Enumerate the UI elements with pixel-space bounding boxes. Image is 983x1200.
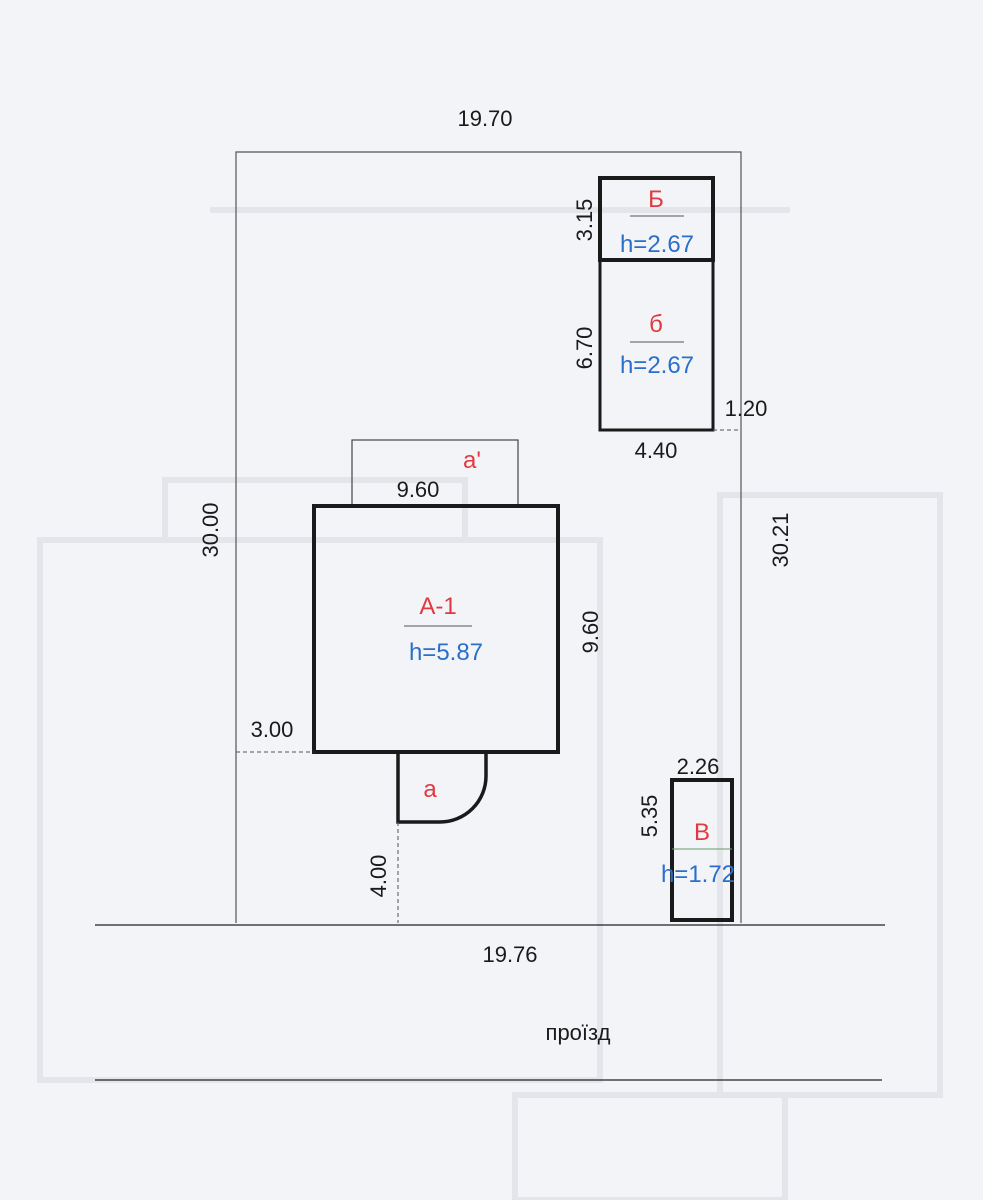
main-depth: 9.60: [578, 611, 603, 654]
shed-b-upper-length: 3.15: [572, 199, 597, 242]
shed-b-lower-length: 6.70: [572, 327, 597, 370]
porch-label: а: [423, 776, 437, 803]
main-house: [312, 504, 560, 754]
shed-b-lower-label: б: [649, 311, 663, 338]
shed-b-lower-height: h=2.67: [620, 352, 694, 379]
shed-v-height: h=1.72: [661, 861, 735, 888]
main-offset-left: 3.00: [251, 717, 294, 742]
plot-right-length: 30.21: [768, 512, 793, 567]
shed-v-length: 5.35: [637, 795, 662, 838]
bleed-through-background: [37, 207, 943, 1200]
plot-left-length: 30.00: [198, 502, 223, 557]
shed-b-offset-right: 1.20: [725, 396, 768, 421]
shed-v-label: В: [694, 819, 710, 846]
plot-boundary: [235, 151, 742, 923]
shed-b-upper-label: Б: [648, 186, 664, 213]
porch-offset-front: 4.00: [366, 855, 391, 898]
main-house-label: А-1: [419, 593, 456, 620]
annex-rear-label: а': [463, 447, 481, 474]
main-house-height: h=5.87: [409, 639, 483, 666]
shed-b-lower-width: 4.40: [635, 438, 678, 463]
plot-top-width: 19.70: [457, 106, 512, 131]
porch: [396, 752, 488, 824]
shed-b-lower: [598, 258, 715, 432]
road-label: проїзд: [546, 1020, 611, 1045]
main-width: 9.60: [397, 477, 440, 502]
shed-v: [670, 778, 734, 922]
plot-bottom-width: 19.76: [482, 942, 537, 967]
shed-v-width: 2.26: [677, 754, 720, 779]
shed-b-upper-height: h=2.67: [620, 231, 694, 258]
